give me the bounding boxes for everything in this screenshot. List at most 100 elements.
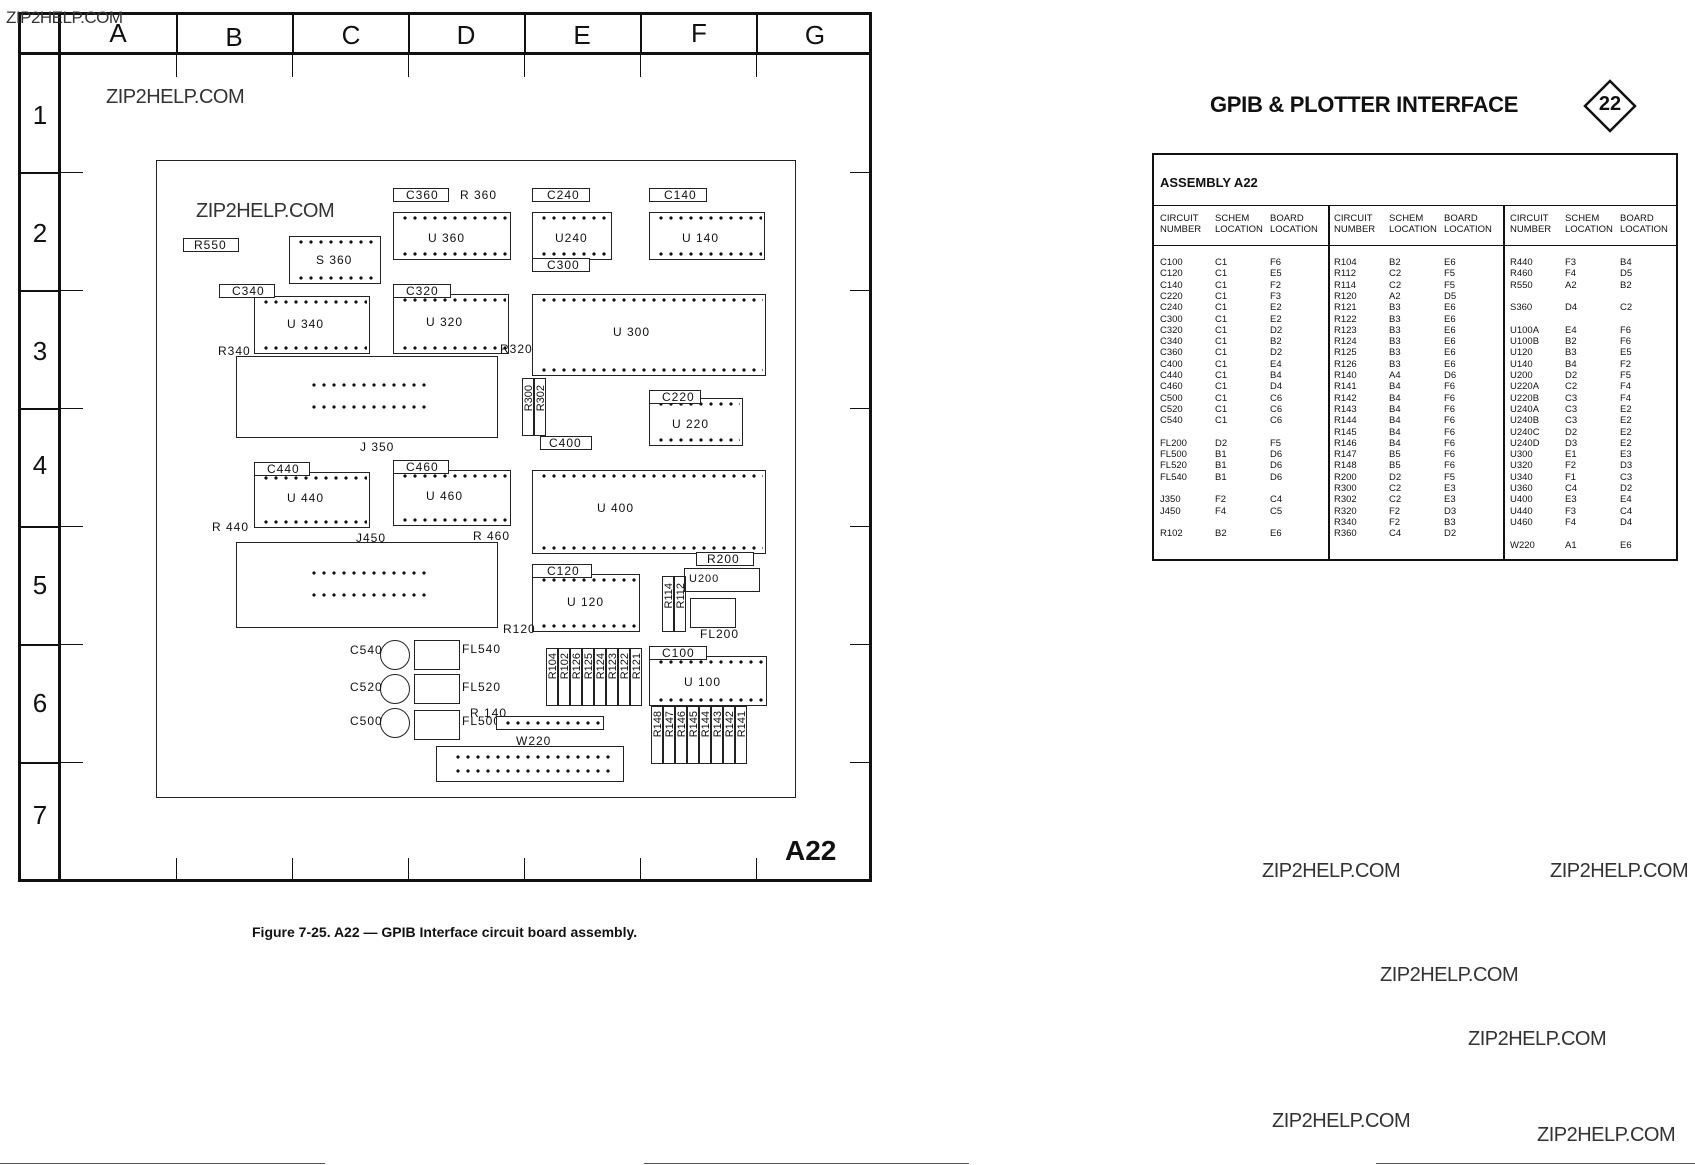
table-cell: C1 — [1215, 347, 1228, 359]
col-sep — [292, 12, 294, 52]
label-w220: W220 — [516, 734, 552, 748]
table-cell: F4 — [1620, 381, 1632, 393]
table-cell: F4 — [1565, 516, 1577, 528]
table-cell: E5 — [1270, 268, 1282, 280]
cap-c520 — [380, 674, 410, 704]
table-cell: C240 — [1160, 302, 1183, 314]
table-cell: R124 — [1334, 336, 1357, 348]
col-sep — [756, 12, 758, 52]
table-cell: D4 — [1565, 302, 1578, 314]
res-r125: R125 — [582, 648, 595, 706]
table-cell: E6 — [1444, 257, 1456, 268]
res-r302: R302 — [534, 378, 547, 436]
row-header-6: 6 — [32, 688, 48, 718]
table-cell: U460 — [1510, 516, 1533, 528]
table-cell: B2 — [1215, 528, 1227, 540]
col-tick — [176, 55, 177, 77]
table-cell: A4 — [1389, 370, 1401, 381]
table-cell: C1 — [1215, 415, 1228, 427]
connector-j350 — [236, 356, 498, 438]
table-cell: R140 — [1334, 370, 1357, 381]
res-r300: R300 — [522, 378, 535, 436]
table-cell: D6 — [1444, 370, 1457, 381]
col-header-g: G — [804, 20, 826, 50]
figure-caption: Figure 7-25. A22 — GPIB Interface circui… — [252, 924, 638, 940]
res-r114: R114 — [662, 576, 675, 632]
row-tick — [61, 762, 83, 763]
table-cell: C6 — [1270, 392, 1283, 404]
table-cell: E6 — [1620, 539, 1632, 551]
chip-u220: U 220 — [649, 398, 743, 446]
table-cell: F6 — [1444, 426, 1456, 438]
row-tick — [61, 172, 83, 173]
table-header: SCHEM LOCATION — [1389, 213, 1437, 235]
table-cell: B4 — [1389, 381, 1401, 393]
col-sep — [640, 12, 642, 52]
table-cell: C520 — [1160, 403, 1183, 415]
table-cell: B2 — [1389, 257, 1401, 268]
table-cell: C4 — [1565, 483, 1578, 494]
row-sep — [18, 408, 60, 410]
table-cell: R143 — [1334, 403, 1357, 415]
col-tick — [524, 858, 525, 880]
chip-u400: U 400 — [532, 470, 766, 554]
table-cell: D3 — [1444, 505, 1457, 517]
table-cell: C2 — [1389, 483, 1402, 494]
watermark: ZIP2HELP.COM — [1272, 1110, 1411, 1132]
res-r112: R112 — [674, 576, 687, 632]
table-cell: C540 — [1160, 415, 1183, 427]
table-cell: D2 — [1215, 437, 1228, 449]
table-cell: B3 — [1389, 313, 1401, 325]
table-cell: R114 — [1334, 279, 1357, 291]
row-tick — [850, 762, 872, 763]
diamond-badge-icon — [1583, 79, 1637, 133]
table-cell: A2 — [1389, 290, 1401, 302]
table-divider — [1154, 245, 1676, 246]
col-header-a: A — [109, 18, 127, 48]
cap-c440: C440 — [254, 462, 310, 476]
table-cell: E6 — [1444, 302, 1456, 314]
label-r320: R320 — [500, 342, 533, 356]
grid-frame — [18, 12, 872, 882]
table-cell: B3 — [1444, 516, 1456, 528]
table-cell: R146 — [1334, 437, 1357, 449]
table-cell: F6 — [1444, 392, 1456, 404]
col-header-e: E — [573, 20, 591, 50]
table-cell: F6 — [1444, 403, 1456, 415]
label-c540: C540 — [350, 643, 383, 657]
table-cell: C1 — [1215, 336, 1228, 348]
col-tick — [640, 858, 641, 880]
table-cell: FL500 — [1160, 449, 1187, 461]
table-cell: R147 — [1334, 449, 1357, 461]
cap-c120: C120 — [532, 564, 592, 578]
filter-fl540 — [414, 640, 460, 670]
table-cell: B3 — [1389, 302, 1401, 314]
table-cell: F6 — [1444, 381, 1456, 393]
table-header: CIRCUIT NUMBER — [1334, 213, 1376, 235]
page-rule — [1376, 1163, 1695, 1164]
table-cell: R300 — [1334, 483, 1357, 494]
table-cell: R550 — [1510, 279, 1533, 291]
table-cell: F5 — [1620, 370, 1632, 381]
table-cell: J350 — [1160, 494, 1181, 506]
chip-u300: U 300 — [532, 294, 766, 376]
chip-u440: U 440 — [254, 472, 370, 528]
table-cell: B4 — [1565, 358, 1577, 370]
res-r550: R550 — [183, 238, 239, 252]
cap-c300: C300 — [532, 258, 590, 272]
table-cell: C2 — [1389, 494, 1402, 506]
table-cell: C1 — [1215, 302, 1228, 314]
table-header: CIRCUIT NUMBER — [1510, 213, 1552, 235]
table-cell: U120 — [1510, 347, 1533, 359]
table-colsep — [1328, 205, 1330, 559]
table-cell: F4 — [1215, 505, 1227, 517]
table-cell: U200 — [1510, 370, 1533, 381]
watermark: ZIP2HELP.COM — [106, 86, 245, 108]
header-line — [18, 52, 872, 55]
table-cell: E6 — [1444, 347, 1456, 359]
col-header-b: B — [225, 22, 243, 52]
table-cell: B2 — [1565, 336, 1577, 348]
table-cell: E2 — [1620, 403, 1632, 415]
table-cell: R102 — [1160, 528, 1183, 540]
